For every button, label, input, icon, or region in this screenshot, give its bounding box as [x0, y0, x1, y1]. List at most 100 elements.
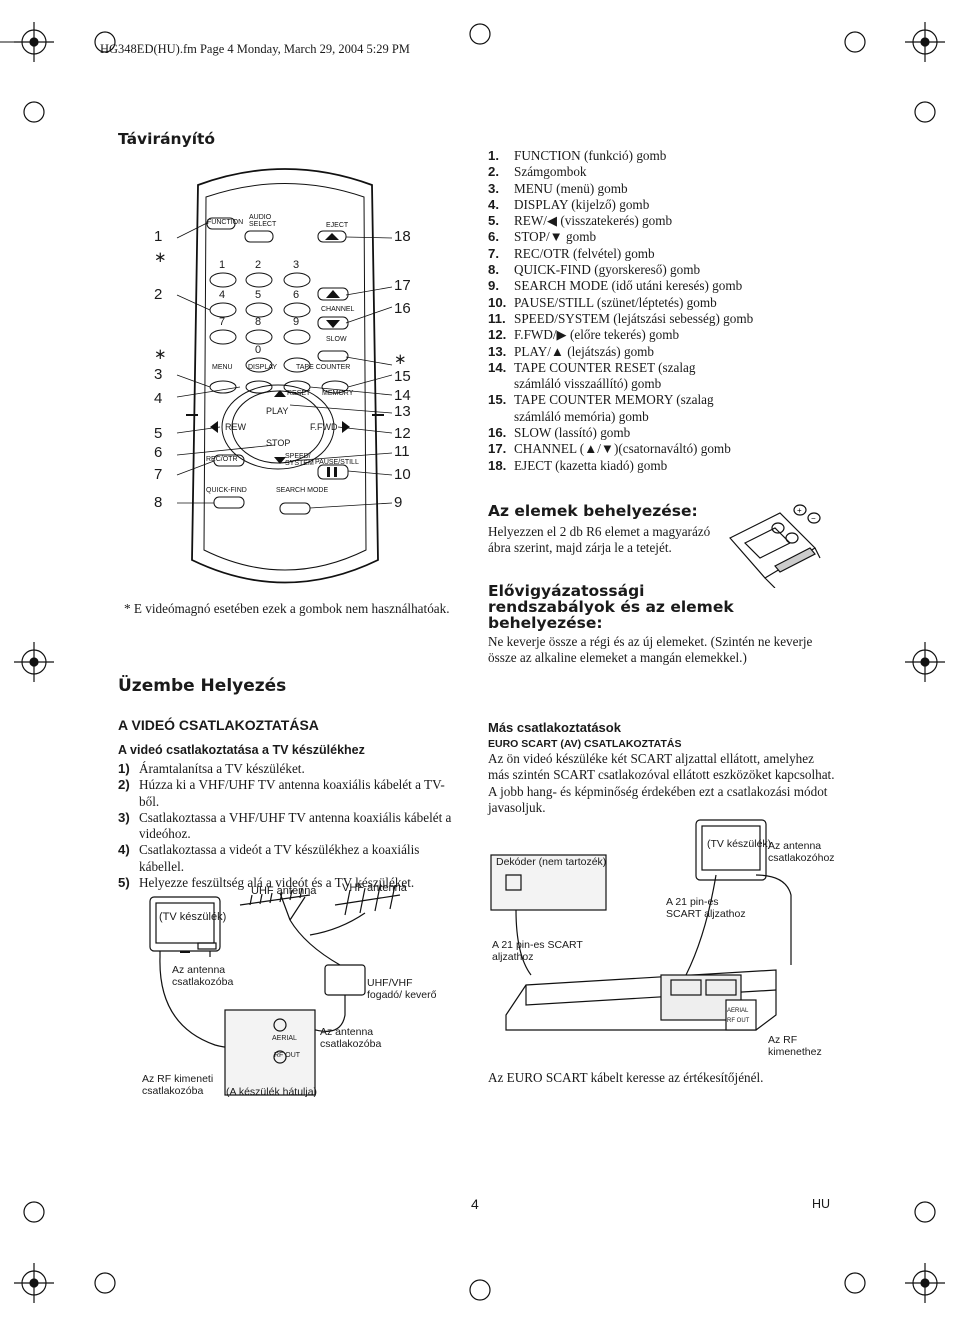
legend-item: 12.F.FWD/▶ (előre tekerés) gomb — [488, 327, 680, 343]
video-connection-heading: A VIDEÓ CSATLAKOZTATÁSA — [118, 717, 319, 733]
callout-left: 3 — [154, 366, 163, 383]
scart21-right-label: A 21 pin-es SCART aljzathoz — [666, 896, 746, 920]
remote-title: Távirányító — [118, 130, 216, 148]
callout-left: 5 — [154, 425, 163, 442]
setup-title: Üzembe Helyezés — [118, 676, 287, 696]
callout-right: 13 — [394, 403, 411, 420]
aerial-label: AERIAL — [272, 1035, 297, 1042]
slow-label: SLOW — [326, 336, 347, 343]
aerial-small-label: AERIAL — [727, 1008, 749, 1014]
callout-left: 2 — [154, 286, 163, 303]
language-code: HU — [812, 1197, 831, 1211]
reset-label: RESET — [287, 390, 311, 397]
key-1: 1 — [219, 259, 226, 271]
tape-counter-label: TAPE COUNTER — [296, 364, 351, 371]
legend-item: 2.Számgombok — [488, 164, 587, 180]
pause-still-label: PAUSE/STILL — [315, 459, 359, 466]
decoder-label: Dekóder (nem tartozék) — [496, 856, 607, 868]
audio-select-label: AUDIO SELECT — [249, 214, 277, 228]
tv-label-2: (TV készülék) — [707, 838, 772, 850]
legend-item: 18.EJECT (kazetta kiadó) gomb — [488, 457, 668, 473]
setup-steps: 1)Áramtalanítsa a TV készüléket. 2)Húzza… — [118, 761, 463, 891]
callout-right: 11 — [394, 443, 410, 460]
svg-text:▬▬: ▬▬ — [180, 950, 190, 955]
legend-item: 3.MENU (menü) gomb — [488, 180, 628, 196]
key-2: 2 — [255, 259, 262, 271]
legend-item: 4.DISPLAY (kijelző) gomb — [488, 196, 650, 212]
callout-right: 12 — [394, 425, 411, 442]
display-label: DISPLAY — [248, 364, 278, 371]
callout-left: 6 — [154, 444, 163, 461]
stop-label: STOP — [266, 438, 291, 448]
legend-item: 15.TAPE COUNTER MEMORY (szalag számláló … — [488, 392, 714, 424]
remote-footnote: * E videómagnó esetében ezek a gombok ne… — [124, 601, 450, 616]
setup-step: 4)Csatlakoztassa a videót a TV készülékh… — [118, 842, 420, 874]
video-connection-subheading: A videó csatlakoztatása a TV készülékhez — [118, 743, 365, 757]
memory-label: MEMORY — [322, 390, 354, 397]
minus-mark: − — [811, 514, 816, 523]
scart-connection-diagram — [490, 819, 792, 1031]
key-7: 7 — [219, 316, 226, 328]
callout-right: 18 — [394, 228, 411, 245]
button-legend: 1.FUNCTION (funkció) gomb 2.Számgombok 3… — [488, 148, 808, 474]
uhf-antenna-label: UHF antenna — [251, 885, 317, 897]
precautions-text: Ne keverje össze a régi és az új elemeke… — [488, 634, 813, 666]
batteries-text: Helyezzen el 2 db R6 elemet a magyarázó … — [488, 524, 711, 556]
legend-item: 11.SPEED/SYSTEM (lejátszási sebesség) go… — [488, 310, 754, 326]
scart21-left-label: A 21 pin-es SCART aljzathoz — [492, 939, 583, 963]
callout-right: 14 — [394, 387, 411, 404]
key-5: 5 — [255, 289, 262, 301]
play-label: PLAY — [266, 406, 289, 416]
key-9: 9 — [293, 316, 300, 328]
legend-item: 17.CHANNEL (▲/▼)(csatornaváltó) gomb — [488, 441, 731, 457]
batteries-heading: Az elemek behelyezése: — [488, 502, 698, 520]
key-4: 4 — [219, 289, 226, 301]
legend-item: 10.PAUSE/STILL (szünet/léptetés) gomb — [488, 294, 717, 310]
quick-find-label: QUICK-FIND — [206, 487, 247, 494]
rew-label: REW — [225, 422, 246, 432]
ffwd-label: F.FWD — [310, 422, 338, 432]
channel-label: CHANNEL — [321, 306, 355, 313]
setup-step: 5)Helyezze feszültség alá a videót és a … — [118, 875, 415, 891]
euro-scart-text: Az ön videó készüléke két SCART aljzatta… — [488, 751, 835, 815]
page-number: 4 — [471, 1196, 479, 1212]
combiner-label: UHF/VHF fogadó/ keverő — [367, 977, 437, 1001]
legend-item: 5.REW/◀ (visszatekerés) gomb — [488, 213, 673, 229]
legend-item: 16.SLOW (lassító) gomb — [488, 425, 631, 441]
key-0: 0 — [255, 344, 262, 356]
callout-right: 15 — [394, 368, 411, 385]
callout-left: 7 — [154, 466, 163, 483]
rf-output-2-label: Az RF kimenethez — [768, 1034, 822, 1058]
tv-label: (TV készülék) — [159, 911, 227, 923]
euro-scart-heading: EURO SCART (AV) CSATLAKOZTATÁS — [488, 738, 682, 750]
callout-left: 4 — [154, 390, 163, 407]
callout-right: 17 — [394, 277, 411, 294]
remote-diagram — [176, 168, 393, 584]
setup-step: 3)Csatlakoztassa a VHF/UHF TV antenna ko… — [118, 809, 452, 842]
speed-system-label: SPEED/ SYSTEM — [285, 453, 314, 467]
rf-out-small-label: RF OUT — [727, 1018, 750, 1024]
other-connections-heading: Más csatlakoztatások — [488, 720, 621, 735]
callout-right: ∗ — [394, 351, 407, 368]
key-3: 3 — [293, 259, 300, 271]
legend-item: 9.SEARCH MODE (idő utáni keresés) gomb — [488, 278, 743, 294]
device-back-label: (A készülék hátulja) — [226, 1086, 318, 1098]
legend-item: 1.FUNCTION (funkció) gomb — [488, 148, 667, 163]
search-mode-label: SEARCH MODE — [276, 487, 329, 494]
callout-left: ∗ — [154, 346, 167, 363]
vhf-antenna-label: VHF antenna — [342, 882, 407, 894]
setup-step: 1)Áramtalanítsa a TV készüléket. — [118, 761, 305, 776]
callout-left: 1 — [154, 228, 163, 245]
rf-output-label: Az RF kimeneti csatlakozóba — [142, 1073, 214, 1097]
rec-otr-label: REC/OTR — [206, 456, 238, 463]
antenna-in-label: Az antenna csatlakozóba — [172, 964, 234, 988]
setup-step: 2)Húzza ki a VHF/UHF TV antenna koaxiáli… — [118, 777, 445, 809]
file-header-line: HG348ED(HU).fm Page 4 Monday, March 29, … — [100, 42, 410, 56]
callout-right: 10 — [394, 466, 411, 483]
antenna-in-3-label: Az antenna csatlakozóhoz — [768, 840, 835, 864]
callout-right: 9 — [394, 494, 403, 511]
antenna-in-2-label: Az antenna csatlakozóba — [320, 1026, 382, 1050]
rf-out-label: RF OUT — [274, 1052, 301, 1059]
callout-left: ∗ — [154, 249, 167, 266]
eject-label: EJECT — [326, 222, 349, 229]
